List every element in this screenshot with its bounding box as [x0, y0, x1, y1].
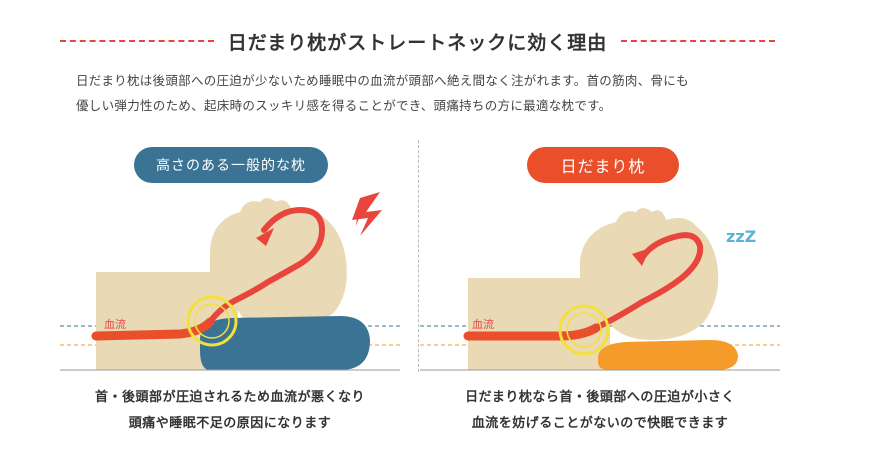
- low-pillow: [598, 340, 738, 370]
- blood-label-right: 血流: [472, 317, 494, 331]
- lightning-icon-small: [356, 204, 364, 226]
- section-header: 日だまり枕がストレートネックに効く理由: [60, 26, 775, 56]
- flow-circle: [558, 304, 610, 356]
- intro-line-1: 日だまり枕は後頭部への圧迫が少ないため睡眠中の血流が頭部へ絶え間なく注がれます。…: [76, 73, 689, 88]
- face-profile: [240, 198, 292, 212]
- tall-pillow: [200, 316, 370, 370]
- body-shape: [468, 278, 610, 370]
- intro-line-2: 優しい弾力性のため、起床時のスッキリ感を得ることができ、頭痛持ちの方に最適な枕で…: [76, 98, 612, 113]
- blood-label-left: 血流: [104, 317, 126, 331]
- header-dash-right: [621, 40, 775, 42]
- page-title: 日だまり枕がストレートネックに効く理由: [227, 31, 608, 54]
- blood-flow-upper: [593, 232, 704, 331]
- face-profile: [616, 208, 666, 222]
- illustration-hidamari-pillow: 血流 zzZ: [420, 208, 780, 371]
- badge-hidamari-pillow: 日だまり枕: [527, 147, 679, 183]
- intro-text: 日だまり枕は後頭部への圧迫が少ないため睡眠中の血流が頭部へ絶え間なく注がれます。…: [76, 68, 776, 118]
- blood-flow-arrowhead: [632, 248, 650, 266]
- comparison-divider: [418, 140, 419, 372]
- flow-circle-inner: [566, 312, 602, 348]
- blood-flow-upper: [207, 206, 326, 325]
- caption-left-line-1: 首・後頭部が圧迫されるため血流が悪くなり: [94, 390, 365, 405]
- head-shape: [210, 207, 347, 333]
- lightning-icon: [352, 192, 382, 236]
- caption-right-line-1: 日だまり枕なら首・後頭部への圧迫が小さく: [465, 390, 735, 405]
- illustration-general-pillow: 血流: [60, 192, 400, 371]
- caption-left-line-2: 頭痛や睡眠不足の原因になります: [128, 416, 332, 431]
- head-shape: [580, 217, 719, 340]
- caption-hidamari-pillow: 日だまり枕なら首・後頭部への圧迫が小さく 血流を妨げることがないので快眠できます: [430, 385, 770, 437]
- compression-circle: [186, 295, 238, 347]
- header-dash-left: [60, 40, 214, 42]
- sleep-zzz-icon: zzZ: [726, 227, 756, 246]
- caption-general-pillow: 首・後頭部が圧迫されるため血流が悪くなり 頭痛や睡眠不足の原因になります: [60, 385, 400, 437]
- caption-right-line-2: 血流を妨げることがないので快眠できます: [471, 416, 729, 431]
- compression-circle-inner: [194, 303, 230, 339]
- blood-flow-arrowhead: [256, 228, 274, 246]
- badge-general-pillow: 高さのある一般的な枕: [134, 147, 328, 183]
